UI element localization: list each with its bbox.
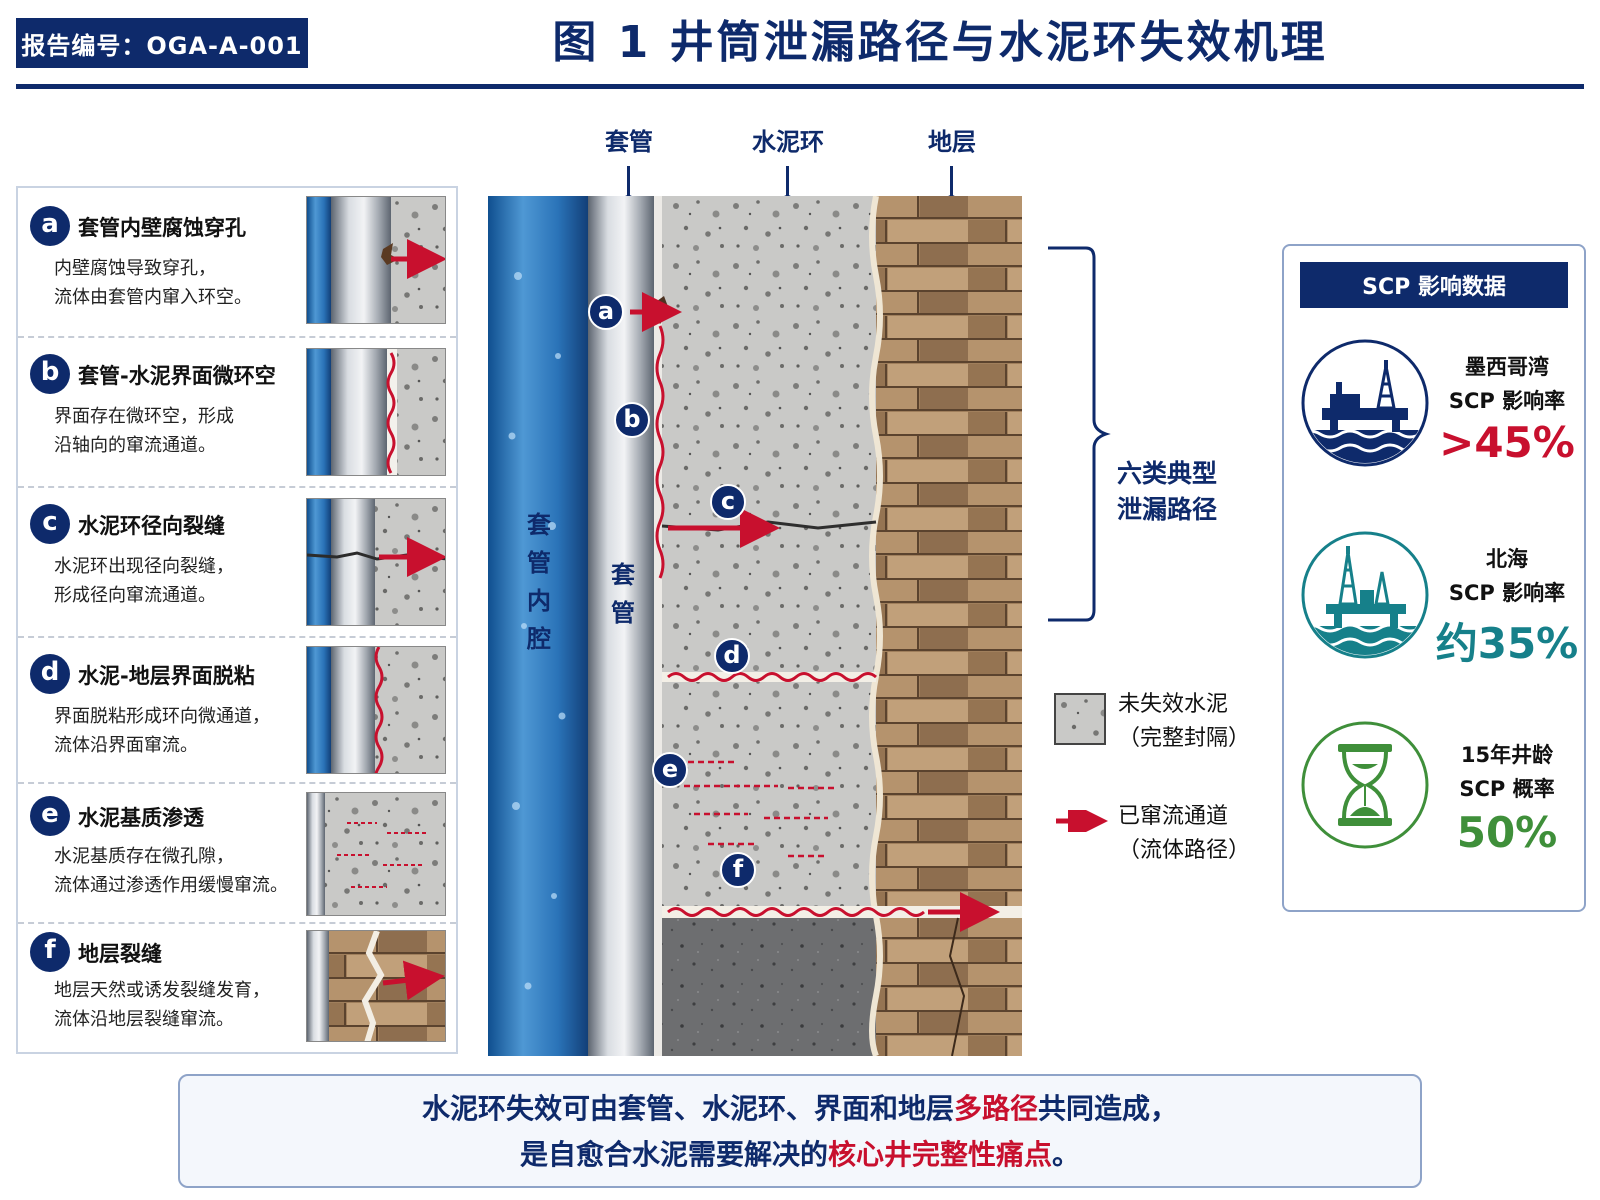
bracket-label-line1: 六类典型 [1117,459,1218,488]
conclusion-l2-a: 是自愈合水泥需要解决的 [519,1138,828,1171]
list-item-b: b 套管-水泥界面微环空 界面存在微环空，形成 沿轴向的窜流通道。 [18,338,456,488]
diagram-badge-d: d [714,638,750,674]
column-pointer-casing [623,166,634,206]
conclusion-box: 水泥环失效可由套管、水泥环、界面和地层多路径共同造成， 是自愈合水泥需要解决的核… [178,1074,1422,1188]
item-desc-line1: 地层天然或诱发裂缝发育， [54,980,270,1001]
list-item-c: c 水泥环径向裂缝 水泥环出现径向裂缝， 形成径向窜流通道。 [18,488,456,638]
item-desc-line2: 流体沿界面窜流。 [54,735,198,756]
diagram-badge-f: f [720,852,756,888]
list-item-a: a 套管内壁腐蚀穿孔 内壁腐蚀导致穿孔， 流体由套管内窜入环空。 [18,188,456,338]
item-desc-line2: 形成径向窜流通道。 [54,585,216,606]
item-title: 水泥环径向裂缝 [78,514,225,538]
item-desc-line2: 流体由套管内窜入环空。 [54,287,252,308]
figure-title: 图 1 井筒泄漏路径与水泥环失效机理 [552,17,1328,68]
thumb-radial-crack [306,498,446,626]
thumb-corrosion-perforation [306,196,446,324]
scp-ns-line1: 北海 [1486,547,1528,571]
path-badge-e: e [30,796,70,836]
scp-age-value: 50% [1456,808,1558,857]
item-title: 套管-水泥界面微环空 [78,364,276,388]
path-badge-f: f [30,932,70,972]
scp-region-gom: 墨西哥湾 SCP 影响率 [1430,350,1584,418]
legend-cement-sub: （完整封隔） [1118,726,1251,751]
item-desc-line2: 沿轴向的窜流通道。 [54,435,216,456]
bracket-label: 六类典型 泄漏路径 [1117,456,1217,528]
legend-channel-text: 已窜流通道 （流体路径） [1118,800,1250,868]
bracket-label-line2: 泄漏路径 [1117,495,1218,524]
column-label-formation: 地层 [928,128,976,156]
path-badge-b: b [30,354,70,394]
item-desc-line1: 界面脱粘形成环向微通道， [54,706,270,727]
legend-cement-label: 未失效水泥 [1118,692,1229,717]
item-title: 套管内壁腐蚀穿孔 [78,216,246,240]
thumb-matrix-permeation [306,792,446,916]
column-pointer-formation [946,166,957,206]
scp-region-north-sea: 北海 SCP 影响率 [1430,542,1584,610]
cross-section-graphic [488,195,1022,1058]
bore-label: 套管内腔 [527,511,551,653]
item-desc-line2: 流体通过渗透作用缓慢窜流。 [54,875,288,896]
legend-channel-sub: （流体路径） [1118,838,1251,863]
diagram-badge-a: a [588,294,624,330]
scp-panel-header: SCP 影响数据 [1300,262,1568,308]
conclusion-l1-highlight: 多路径 [953,1092,1038,1125]
scp-age-line1: 15年井龄 [1460,743,1554,767]
diagram-badge-b: b [614,402,650,438]
path-badge-c: c [30,504,70,544]
conclusion-l1-a: 水泥环失效可由套管、水泥环、界面和地层 [421,1092,954,1125]
legend-arrow-icon [1056,810,1108,832]
scp-gom-line2: SCP 影响率 [1448,389,1566,413]
scp-ns-value: 约35% [1435,619,1579,668]
diagram-badge-c: c [710,484,746,520]
wellbore-cross-section: 套管内腔 套管 a b c d e f [488,195,1022,1058]
legend-cement-swatch [1054,693,1106,745]
item-desc-line1: 水泥基质存在微孔隙， [54,846,234,867]
thumb-formation-fracture [306,930,446,1042]
legend-cement-text: 未失效水泥 （完整封隔） [1118,688,1250,756]
legend-channel-label: 已窜流通道 [1118,804,1229,829]
item-desc-line1: 水泥环出现径向裂缝， [54,556,234,577]
path-badge-a: a [30,206,70,246]
thumb-debonding [306,646,446,774]
leak-path-bracket [1048,246,1111,622]
scp-well-age: 15年井龄 SCP 概率 [1430,738,1584,806]
diagram-badge-e: e [652,752,688,788]
item-title: 水泥-地层界面脱粘 [78,664,255,688]
scp-age-line2: SCP 概率 [1459,777,1555,801]
thumb-micro-annulus [306,348,446,476]
column-label-casing: 套管 [605,128,653,156]
hourglass-icon [1301,721,1429,849]
list-item-e: e 水泥基质渗透 水泥基质存在微孔隙， 流体通过渗透作用缓慢窜流。 [18,784,456,924]
column-label-cement: 水泥环 [752,128,824,156]
conclusion-l2-b: 。 [1052,1138,1081,1171]
item-desc-line1: 内壁腐蚀导致穿孔， [54,258,216,279]
conclusion-line2: 是自愈合水泥需要解决的核心井完整性痛点。 [180,1132,1420,1178]
oil-rig-icon [1301,531,1429,659]
conclusion-line1: 水泥环失效可由套管、水泥环、界面和地层多路径共同造成， [180,1086,1420,1132]
header-rule [16,84,1584,89]
item-title: 水泥基质渗透 [78,806,204,830]
casing-vertical-label: 套管 [611,561,635,627]
conclusion-l2-highlight: 核心井完整性痛点 [827,1138,1052,1171]
report-number-badge: 报告编号：OGA-A-001 [16,18,308,68]
offshore-platform-icon [1301,339,1429,467]
item-desc-line1: 界面存在微环空，形成 [54,406,234,427]
scp-gom-value: >45% [1439,418,1575,467]
list-item-d: d 水泥-地层界面脱粘 界面脱粘形成环向微通道， 流体沿界面窜流。 [18,638,456,784]
conclusion-l1-b: 共同造成， [1038,1092,1179,1125]
leak-path-list: a 套管内壁腐蚀穿孔 内壁腐蚀导致穿孔， 流体由套管内窜入环空。 b 套管-水泥… [16,186,458,1054]
list-item-f: f 地层裂缝 地层天然或诱发裂缝发育， 流体沿地层裂缝窜流。 [18,924,456,1052]
item-desc-line2: 流体沿地层裂缝窜流。 [54,1009,234,1030]
scp-data-panel: SCP 影响数据 墨西哥湾 SCP 影响率 >45% [1282,244,1586,912]
scp-ns-line2: SCP 影响率 [1448,581,1566,605]
item-title: 地层裂缝 [78,942,162,966]
path-badge-d: d [30,654,70,694]
column-pointer-cement [782,166,793,206]
scp-gom-line1: 墨西哥湾 [1465,355,1549,379]
